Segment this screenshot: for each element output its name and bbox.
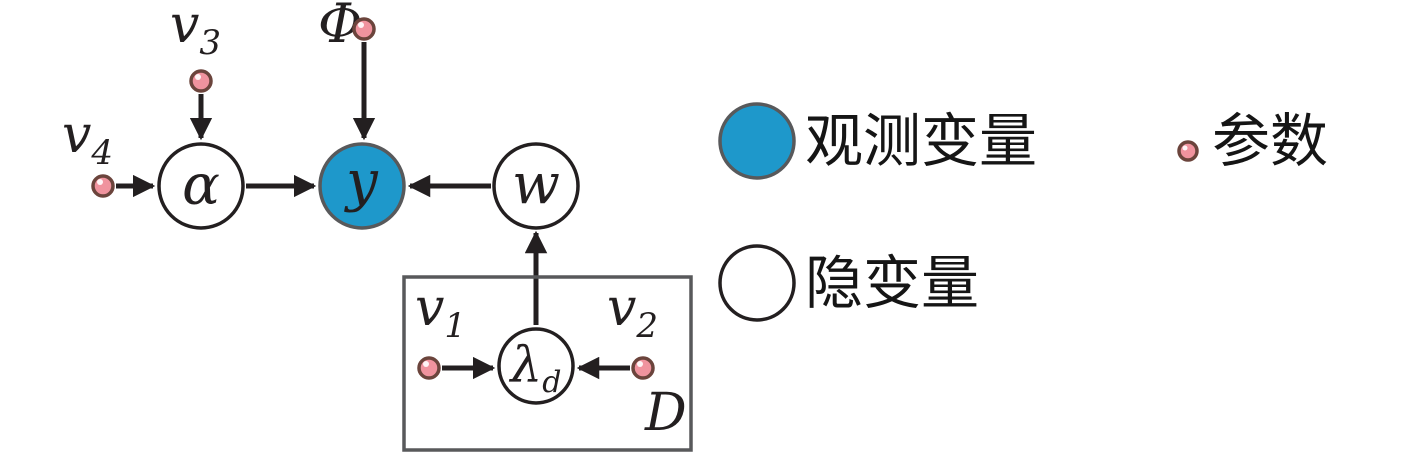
node-y-circle	[318, 142, 406, 230]
v4-base: v	[62, 105, 91, 165]
lambda-base: λ	[509, 336, 543, 394]
lambda-sub: d	[542, 365, 561, 400]
legend-latent-label: 隐变量	[805, 249, 979, 317]
param-v1: v1	[415, 278, 466, 380]
node-lambda-d-label: λd	[509, 336, 562, 400]
param-v2-dot-highlight	[637, 361, 643, 367]
node-w-label: w	[512, 152, 560, 217]
legend-observed-swatch	[718, 102, 796, 180]
legend: 观测变量 参数 隐变量	[718, 102, 1328, 322]
legend-parameter-dot	[1177, 140, 1199, 162]
legend-parameter-dot-highlight	[1182, 145, 1188, 151]
node-alpha: α	[157, 142, 245, 230]
param-v1-dot	[417, 356, 441, 380]
v1-sub: 1	[444, 306, 466, 346]
param-v4-dot-highlight	[97, 179, 103, 185]
param-v4: v4	[62, 105, 115, 198]
node-alpha-circle	[157, 142, 245, 230]
param-v1-dot-highlight	[423, 361, 429, 367]
node-alpha-label: α	[182, 153, 220, 218]
param-phi-dot	[352, 17, 376, 41]
legend-latent-swatch	[718, 244, 796, 322]
edges	[116, 42, 630, 380]
v2-base: v	[607, 278, 636, 338]
legend-latent: 隐变量	[718, 244, 979, 322]
node-lambda-d-circle	[497, 327, 575, 405]
plate-D: D	[402, 275, 693, 452]
param-v2: v2	[607, 278, 658, 380]
param-v3-dot-highlight	[195, 74, 201, 80]
param-v4-dot	[91, 174, 115, 198]
param-phi: Φ	[318, 0, 376, 55]
v3-sub: 3	[199, 23, 221, 63]
param-v2-label: v2	[607, 278, 658, 346]
param-v1-label: v1	[415, 278, 466, 346]
node-lambda-d: λd	[497, 327, 575, 405]
node-y: y	[318, 142, 406, 230]
v3-base: v	[170, 0, 199, 55]
param-v2-dot	[631, 356, 655, 380]
plate-rect	[402, 275, 693, 452]
param-v3-label: v3	[170, 0, 221, 63]
legend-observed-label: 观测变量	[805, 107, 1037, 175]
node-w-circle	[492, 142, 580, 230]
v1-base: v	[415, 278, 444, 338]
node-w: w	[492, 142, 580, 230]
param-v3-dot	[189, 69, 213, 93]
param-v3: v3	[170, 0, 221, 93]
plate-label: D	[644, 383, 687, 443]
param-phi-dot-highlight	[358, 22, 364, 28]
v2-sub: 2	[635, 306, 658, 346]
legend-parameter: 参数	[1177, 107, 1328, 175]
param-v4-label: v4	[62, 105, 113, 173]
legend-observed: 观测变量	[718, 102, 1037, 180]
v4-sub: 4	[90, 133, 113, 173]
node-y-label: y	[343, 149, 379, 214]
legend-parameter-label: 参数	[1212, 107, 1328, 175]
